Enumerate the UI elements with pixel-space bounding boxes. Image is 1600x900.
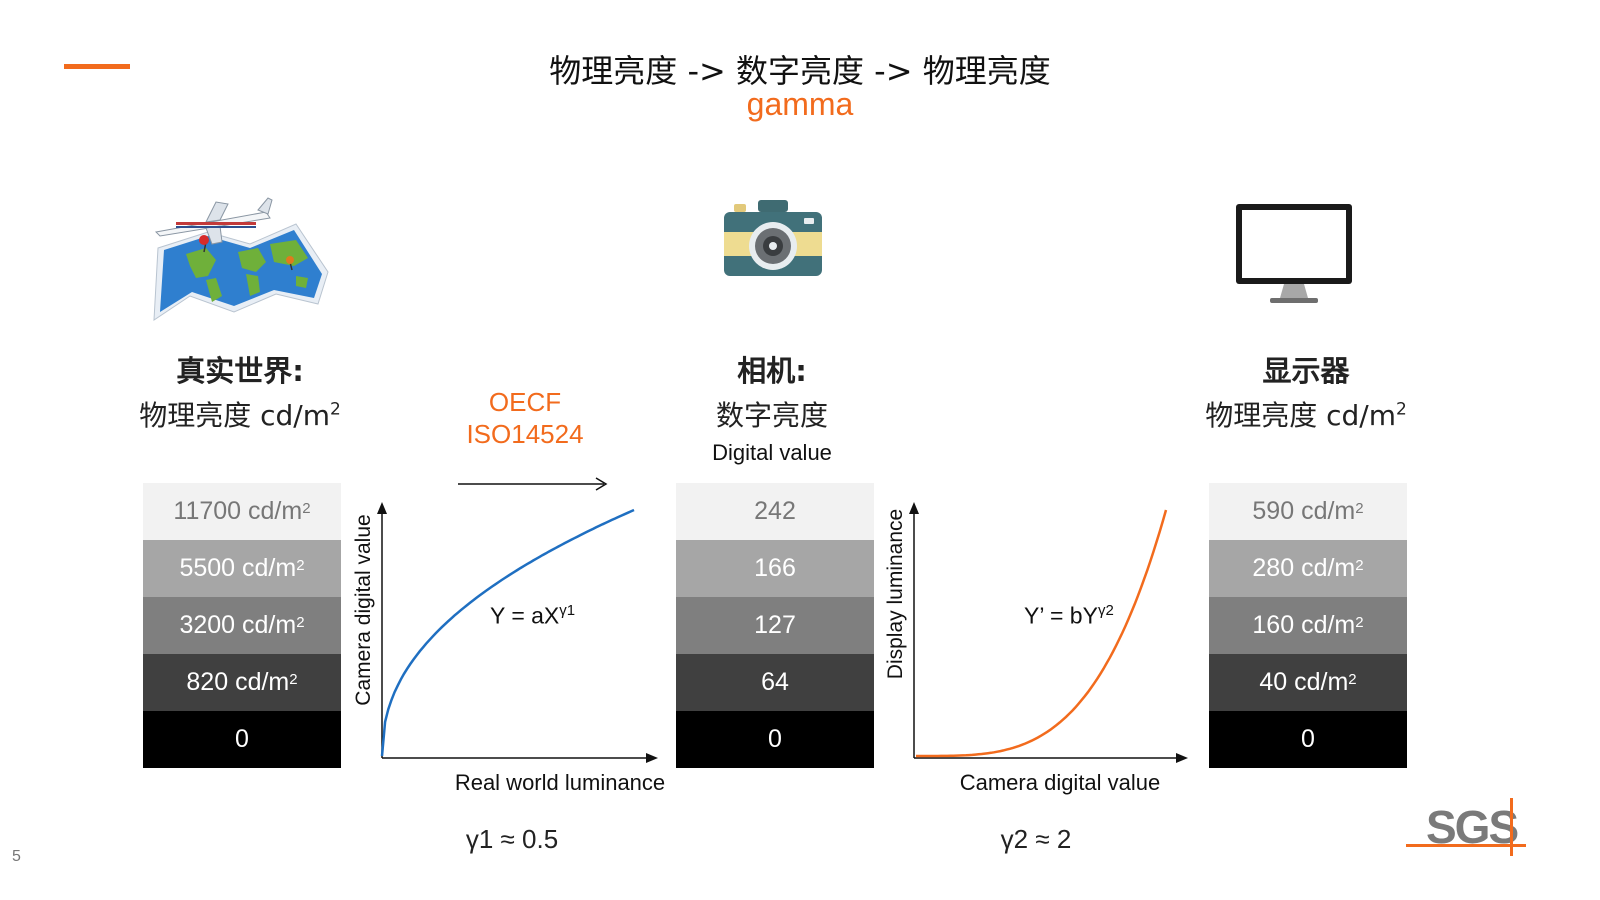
graph1-xlabel: Real world luminance [454,770,666,795]
graph1-formula: Y = aXγ1 [490,602,576,629]
camera-icon [724,200,822,276]
world-map-airplane-icon [153,197,329,321]
gamma2-value: γ2 ≈ 2 [1000,824,1072,854]
oecf-line1: OECF [488,387,562,417]
slide-title: 物理亮度 -> 数字亮度 -> 物理亮度 [549,52,1051,90]
gamma-curve-2 [916,509,1168,758]
graph2-ylabel: Display luminance [884,508,907,680]
camera-digital-value-label: Digital value [712,440,832,465]
x-axis-arrow [1176,753,1188,763]
page-number: 5 [12,848,21,865]
graph2-ylabel-wrap: Display luminance [876,484,916,704]
oecf-line2: ISO14524 [466,419,584,449]
y-axis-arrow [909,502,919,514]
slide-subtitle: gamma [746,86,854,122]
sgs-logo-vline [1510,798,1513,856]
oecf-graph [377,477,658,763]
accent-line [64,64,130,69]
graph1-ylabel: Camera digital value [352,514,375,706]
graph2-formula: Y’ = bYγ2 [1024,602,1114,629]
sgs-logo: SGS [1406,798,1532,858]
gray-level-cell: 166 [676,540,874,597]
arrow-right-head [595,477,608,491]
graph2-xlabel: Camera digital value [959,770,1161,795]
gray-level-cell: 127 [676,597,874,654]
gray-level-cell: 64 [676,654,874,711]
gray-level-cell: 0 [1209,711,1407,768]
oecf-label: OECF ISO14524 [440,386,610,450]
graph1-ylabel-wrap: Camera digital value [344,500,384,720]
y-axis-arrow [377,502,387,514]
world-heading: 真实世界: [176,354,304,388]
world-subheading: 物理亮度 cd/m2 [139,399,341,432]
gray-level-cell: 242 [676,483,874,540]
display-heading: 显示器 [1262,354,1350,388]
gamma-curve-1 [380,508,635,757]
gray-level-cell: 0 [676,711,874,768]
x-axis-arrow [646,753,658,763]
display-subheading: 物理亮度 cd/m2 [1205,399,1407,432]
camera-subheading: 数字亮度 [715,399,828,432]
display-gamma-graph [909,502,1188,763]
sgs-logo-hline [1406,844,1526,847]
gamma1-value: γ1 ≈ 0.5 [465,824,559,854]
gray-level-cell: 0 [143,711,341,768]
monitor-icon [1236,204,1352,303]
camera-heading: 相机: [737,354,807,388]
